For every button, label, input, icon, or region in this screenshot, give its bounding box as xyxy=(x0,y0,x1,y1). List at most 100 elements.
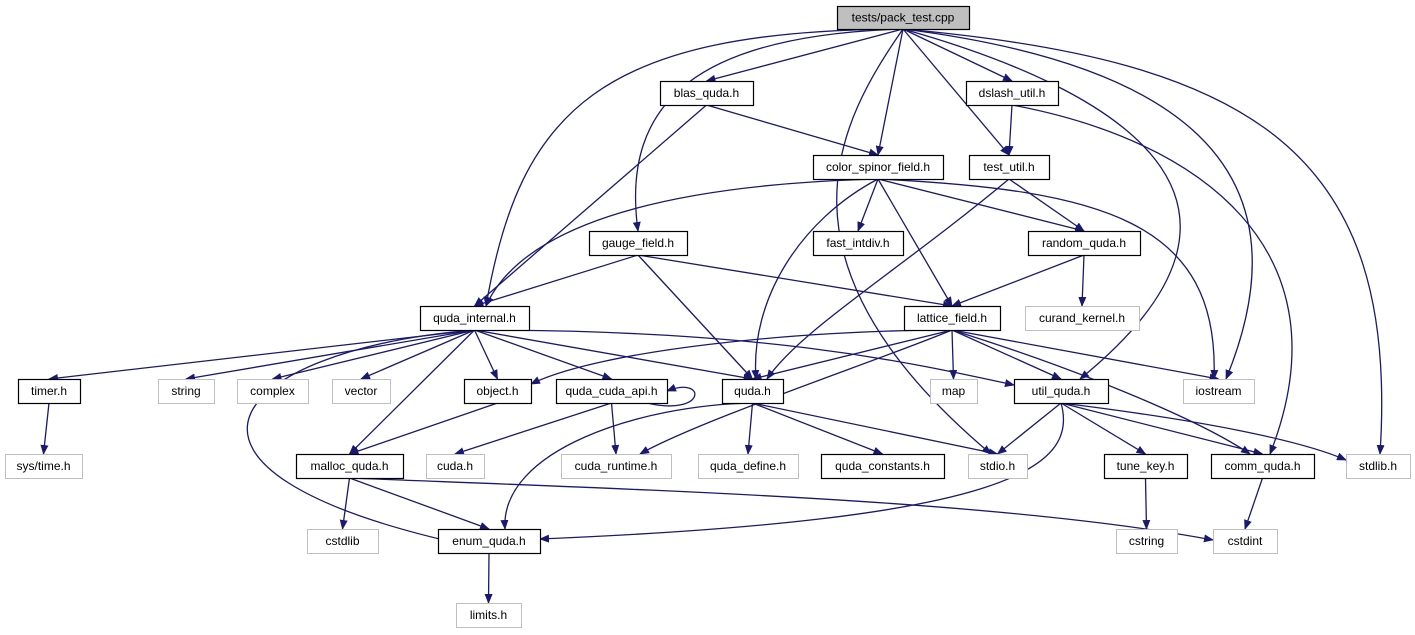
node-util-quda[interactable]: util_quda.h xyxy=(1013,378,1110,405)
edge-quda_internal-to-object xyxy=(473,329,499,380)
node-lattice-field[interactable]: lattice_field.h xyxy=(903,305,1002,332)
node-test-util[interactable]: test_util.h xyxy=(968,154,1051,181)
node-label: test_util.h xyxy=(983,160,1034,174)
edge-timer-to-sys_time xyxy=(40,402,50,455)
node-timer[interactable]: timer.h xyxy=(17,378,82,405)
node-label: quda_define.h xyxy=(710,459,786,473)
node-malloc-quda[interactable]: malloc_quda.h xyxy=(295,453,405,480)
node-blas-quda[interactable]: blas_quda.h xyxy=(659,80,755,107)
edge-malloc_quda-to-enum_quda xyxy=(349,477,490,530)
node-box xyxy=(1027,230,1142,257)
node-cstdlib: cstdlib xyxy=(307,529,379,554)
node-curand-kernel: curand_kernel.h xyxy=(1025,306,1140,331)
edge-color_spinor_field-to-lattice_field xyxy=(877,178,953,307)
edge-color_spinor_field-to-fast_intdiv xyxy=(857,178,879,232)
edge-gauge_field-to-quda_internal xyxy=(473,254,639,308)
edge-quda_internal-to-string xyxy=(185,329,475,382)
node-quda-internal[interactable]: quda_internal.h xyxy=(419,305,531,332)
edge-comm_quda-to-cstdint xyxy=(1244,477,1264,530)
node-label: blas_quda.h xyxy=(674,86,739,100)
node-box xyxy=(1346,454,1411,479)
edge-gauge_field-to-quda xyxy=(637,254,754,380)
node-quda[interactable]: quda.h xyxy=(721,378,785,405)
edge-quda-to-quda_constants xyxy=(752,402,884,455)
node-box xyxy=(836,5,971,31)
node-cstdint: cstdint xyxy=(1213,529,1278,554)
node-object[interactable]: object.h xyxy=(463,378,533,405)
edge-util_quda-to-tune_key xyxy=(1060,402,1147,455)
node-label: object.h xyxy=(476,384,518,398)
edge-color_spinor_field-to-quda_internal xyxy=(485,178,879,307)
node-label: curand_kernel.h xyxy=(1039,311,1125,325)
node-map: map xyxy=(930,379,978,404)
node-box xyxy=(426,454,485,479)
node-box xyxy=(561,454,672,479)
edge-blas_quda-to-color_spinor_field xyxy=(706,104,879,157)
node-label: enum_quda.h xyxy=(452,534,525,548)
node-box xyxy=(307,529,379,554)
edge-lattice_field-to-iostream xyxy=(951,329,1220,382)
node-enum-quda[interactable]: enum_quda.h xyxy=(437,528,542,555)
node-box xyxy=(698,454,799,479)
node-box xyxy=(1116,529,1178,554)
node-label: map xyxy=(942,384,966,398)
node-color-spinor-field[interactable]: color_spinor_field.h xyxy=(812,154,945,181)
node-box xyxy=(158,379,215,404)
node-label: tune_key.h xyxy=(1117,459,1175,473)
node-box xyxy=(332,379,391,404)
node-box xyxy=(437,528,542,555)
edge-gauge_field-to-lattice_field xyxy=(637,254,953,309)
node-label: string xyxy=(171,384,200,398)
node-fast-intdiv[interactable]: fast_intdiv.h xyxy=(812,230,905,257)
node-label: malloc_quda.h xyxy=(310,459,388,473)
node-random-quda[interactable]: random_quda.h xyxy=(1027,230,1142,257)
node-box xyxy=(659,80,755,107)
node-cstring: cstring xyxy=(1116,529,1178,554)
node-label: iostream xyxy=(1195,384,1241,398)
node-box xyxy=(812,154,945,181)
node-box xyxy=(463,378,533,405)
edge-util_quda-to-stdlib xyxy=(1060,402,1347,461)
edge-color_spinor_field-to-iostream xyxy=(877,178,1219,380)
edge-util_quda-to-enum_quda xyxy=(539,402,1065,543)
node-label: stdlib.h xyxy=(1359,459,1397,473)
node-pack-test[interactable]: tests/pack_test.cpp xyxy=(836,5,971,31)
node-quda-constants[interactable]: quda_constants.h xyxy=(820,453,946,480)
node-box xyxy=(930,379,978,404)
node-complex: complex xyxy=(237,379,309,404)
edge-quda_cuda_api-to-cuda_runtime xyxy=(610,402,620,455)
edge-quda_cuda_api-to-quda_cuda_api xyxy=(646,383,696,407)
edge-dslash_util-to-test_util xyxy=(1005,104,1014,156)
node-string: string xyxy=(158,379,215,404)
node-label: vector xyxy=(345,384,378,398)
node-comm-quda[interactable]: comm_quda.h xyxy=(1210,453,1316,480)
node-tune-key[interactable]: tune_key.h xyxy=(1103,453,1189,480)
node-cuda-runtime: cuda_runtime.h xyxy=(561,454,672,479)
edge-quda-to-enum_quda xyxy=(500,402,753,530)
node-box xyxy=(555,378,669,405)
node-label: timer.h xyxy=(31,384,67,398)
edge-pack_test-to-blas_quda xyxy=(705,28,904,83)
edge-quda-to-stdio xyxy=(752,402,999,457)
node-box xyxy=(1103,453,1189,480)
edge-pack_test-to-dslash_util xyxy=(902,28,1013,82)
node-gauge-field[interactable]: gauge_field.h xyxy=(588,230,689,257)
nodes: tests/pack_test.cpp blas_quda.h dslash_uti… xyxy=(5,5,1411,628)
node-dslash-util[interactable]: dslash_util.h xyxy=(965,80,1060,107)
node-label: fast_intdiv.h xyxy=(826,236,889,250)
edge-pack_test-to-util_quda xyxy=(902,28,1181,380)
node-box xyxy=(1210,453,1316,480)
node-box xyxy=(968,154,1051,181)
node-box xyxy=(1025,306,1140,331)
node-label: sys/time.h xyxy=(16,459,70,473)
node-box xyxy=(1013,378,1110,405)
edge-test_util-to-random_quda xyxy=(1008,178,1085,232)
node-quda-define: quda_define.h xyxy=(698,454,799,479)
edge-pack_test-to-gauge_field xyxy=(632,28,904,232)
edge-random_quda-to-curand_kernel xyxy=(1078,254,1087,307)
node-label: dslash_util.h xyxy=(979,86,1046,100)
edge-quda_internal-to-malloc_quda xyxy=(348,329,475,455)
edge-lattice_field-to-comm_quda xyxy=(951,329,1251,455)
node-quda-cuda-api[interactable]: quda_cuda_api.h xyxy=(555,378,669,405)
